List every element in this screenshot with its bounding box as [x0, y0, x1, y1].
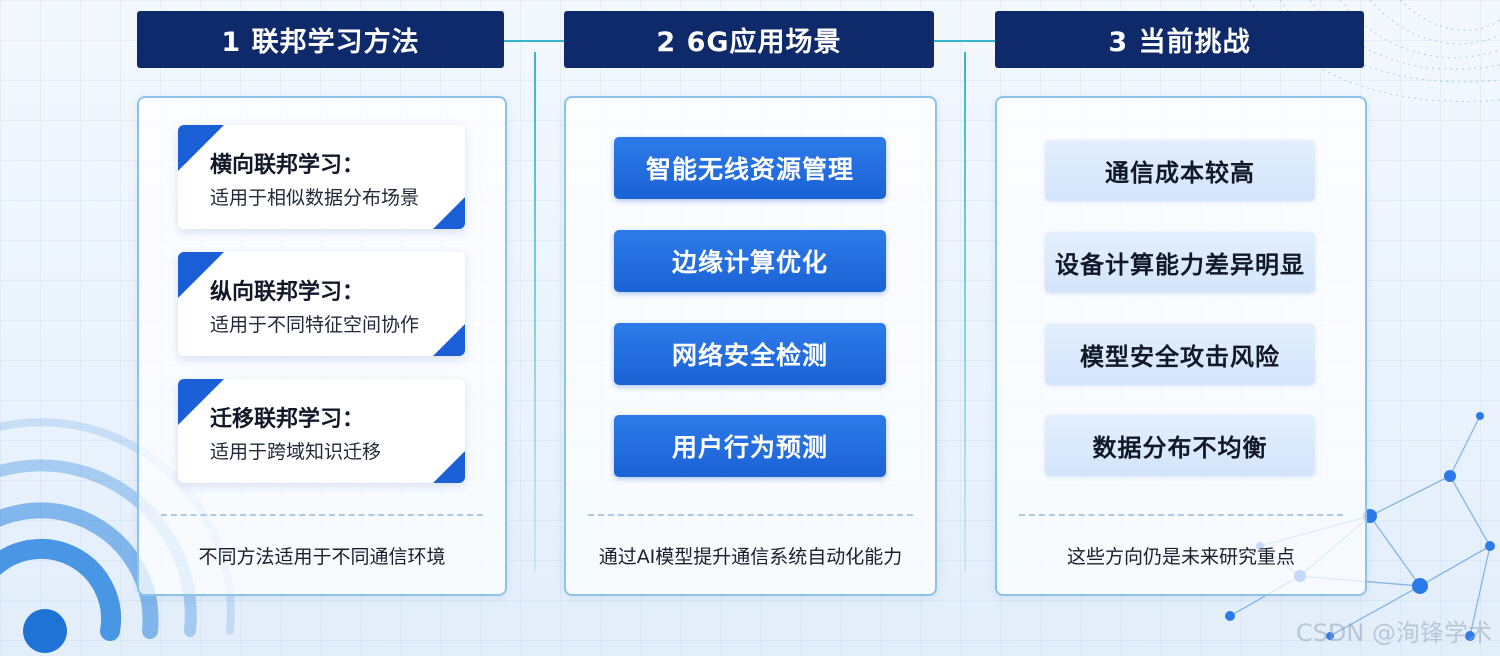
challenge-item: 设备计算能力差异明显 [1045, 232, 1315, 293]
method-card: 横向联邦学习： 适用于相似数据分布场景 [178, 125, 465, 229]
challenge-item: 通信成本较高 [1045, 140, 1315, 201]
method-description: 适用于跨域知识迁移 [210, 441, 382, 463]
column-title-applications: 2 6G应用场景 [564, 11, 934, 68]
column-separator [964, 52, 966, 572]
card-corner-accent [433, 451, 465, 483]
method-description: 适用于相似数据分布场景 [210, 187, 420, 209]
panel-divider [161, 514, 483, 516]
watermark: CSDN @洵锋学术 [1295, 619, 1492, 647]
panel-footer: 不同方法适用于不同通信环境 [198, 546, 446, 568]
application-item: 网络安全检测 [614, 323, 886, 385]
panel-divider [1019, 514, 1343, 516]
panel-divider [588, 514, 913, 516]
column-separator [534, 52, 536, 572]
application-item: 用户行为预测 [614, 415, 886, 477]
card-corner-accent [178, 379, 224, 425]
method-description: 适用于不同特征空间协作 [210, 314, 420, 336]
panel-applications: 智能无线资源管理 边缘计算优化 网络安全检测 用户行为预测 通过AI模型提升通信… [564, 96, 937, 596]
card-corner-accent [178, 125, 224, 171]
panel-footer: 这些方向仍是未来研究重点 [1066, 546, 1295, 568]
method-title: 横向联邦学习： [210, 153, 365, 178]
panel-methods: 横向联邦学习： 适用于相似数据分布场景 纵向联邦学习： 适用于不同特征空间协作 … [137, 96, 507, 596]
method-title: 纵向联邦学习： [210, 280, 365, 305]
header-connector [503, 40, 565, 42]
panel-challenges: 通信成本较高 设备计算能力差异明显 模型安全攻击风险 数据分布不均衡 这些方向仍… [995, 96, 1367, 596]
method-card: 迁移联邦学习： 适用于跨域知识迁移 [178, 379, 465, 483]
column-title-challenges: 3 当前挑战 [995, 11, 1364, 68]
challenge-item: 模型安全攻击风险 [1045, 324, 1315, 385]
challenge-item: 数据分布不均衡 [1045, 415, 1315, 476]
card-corner-accent [433, 197, 465, 229]
application-item: 智能无线资源管理 [614, 137, 886, 199]
card-corner-accent [433, 324, 465, 356]
header-connector [933, 40, 996, 42]
application-item: 边缘计算优化 [614, 230, 886, 292]
card-corner-accent [178, 252, 224, 298]
column-title-methods: 1 联邦学习方法 [137, 11, 504, 68]
method-title: 迁移联邦学习： [210, 407, 365, 432]
panel-footer: 通过AI模型提升通信系统自动化能力 [598, 546, 903, 568]
method-card: 纵向联邦学习： 适用于不同特征空间协作 [178, 252, 465, 356]
